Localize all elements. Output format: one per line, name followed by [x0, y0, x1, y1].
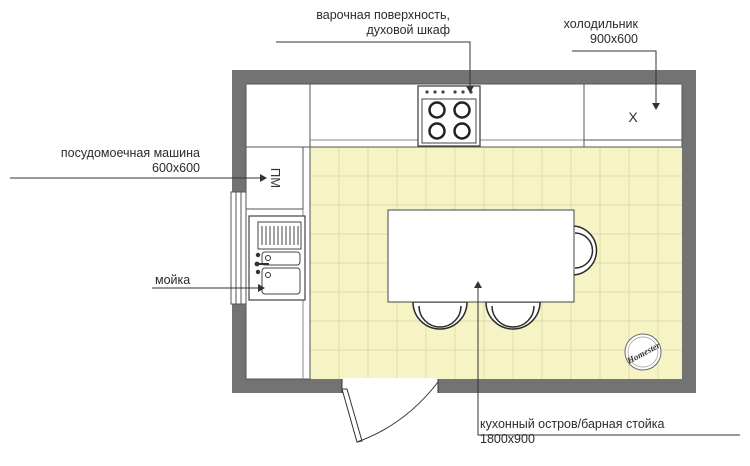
homester-logo: Homester	[624, 333, 662, 371]
island-label: кухонный остров/барная стойка 1800х900	[480, 417, 664, 447]
dishwasher-mark: ПМ	[268, 168, 283, 188]
kitchen-island	[387, 209, 575, 303]
island-label-line2: 1800х900	[480, 432, 535, 446]
window	[230, 191, 248, 305]
door	[341, 381, 439, 443]
door-opening	[342, 378, 438, 394]
fridge-mark: Х	[628, 109, 638, 125]
sink-label: мойка	[155, 273, 191, 287]
bar-stools	[412, 225, 598, 330]
dishwasher-label-line2: 600х600	[152, 161, 200, 175]
fridge-label-line2: 900х600	[590, 32, 638, 46]
fridge-label-line1: холодильник	[563, 17, 638, 31]
fridge-label: холодильник 900х600	[564, 17, 638, 47]
leader-lines	[10, 41, 740, 436]
hob-label: варочная поверхность, духовой шкаф	[316, 8, 450, 38]
leader-arrows	[258, 86, 660, 292]
fridge	[583, 83, 683, 148]
sink	[248, 215, 306, 301]
hob	[417, 85, 481, 147]
hob-label-line2: духовой шкаф	[366, 23, 450, 37]
island-label-line1: кухонный остров/барная стойка	[480, 417, 665, 431]
dishwasher-label: посудомоечная машина 600х600	[61, 146, 200, 176]
hob-label-line1: варочная поверхность,	[316, 8, 450, 22]
dishwasher-label-line1: посудомоечная машина	[60, 146, 200, 160]
